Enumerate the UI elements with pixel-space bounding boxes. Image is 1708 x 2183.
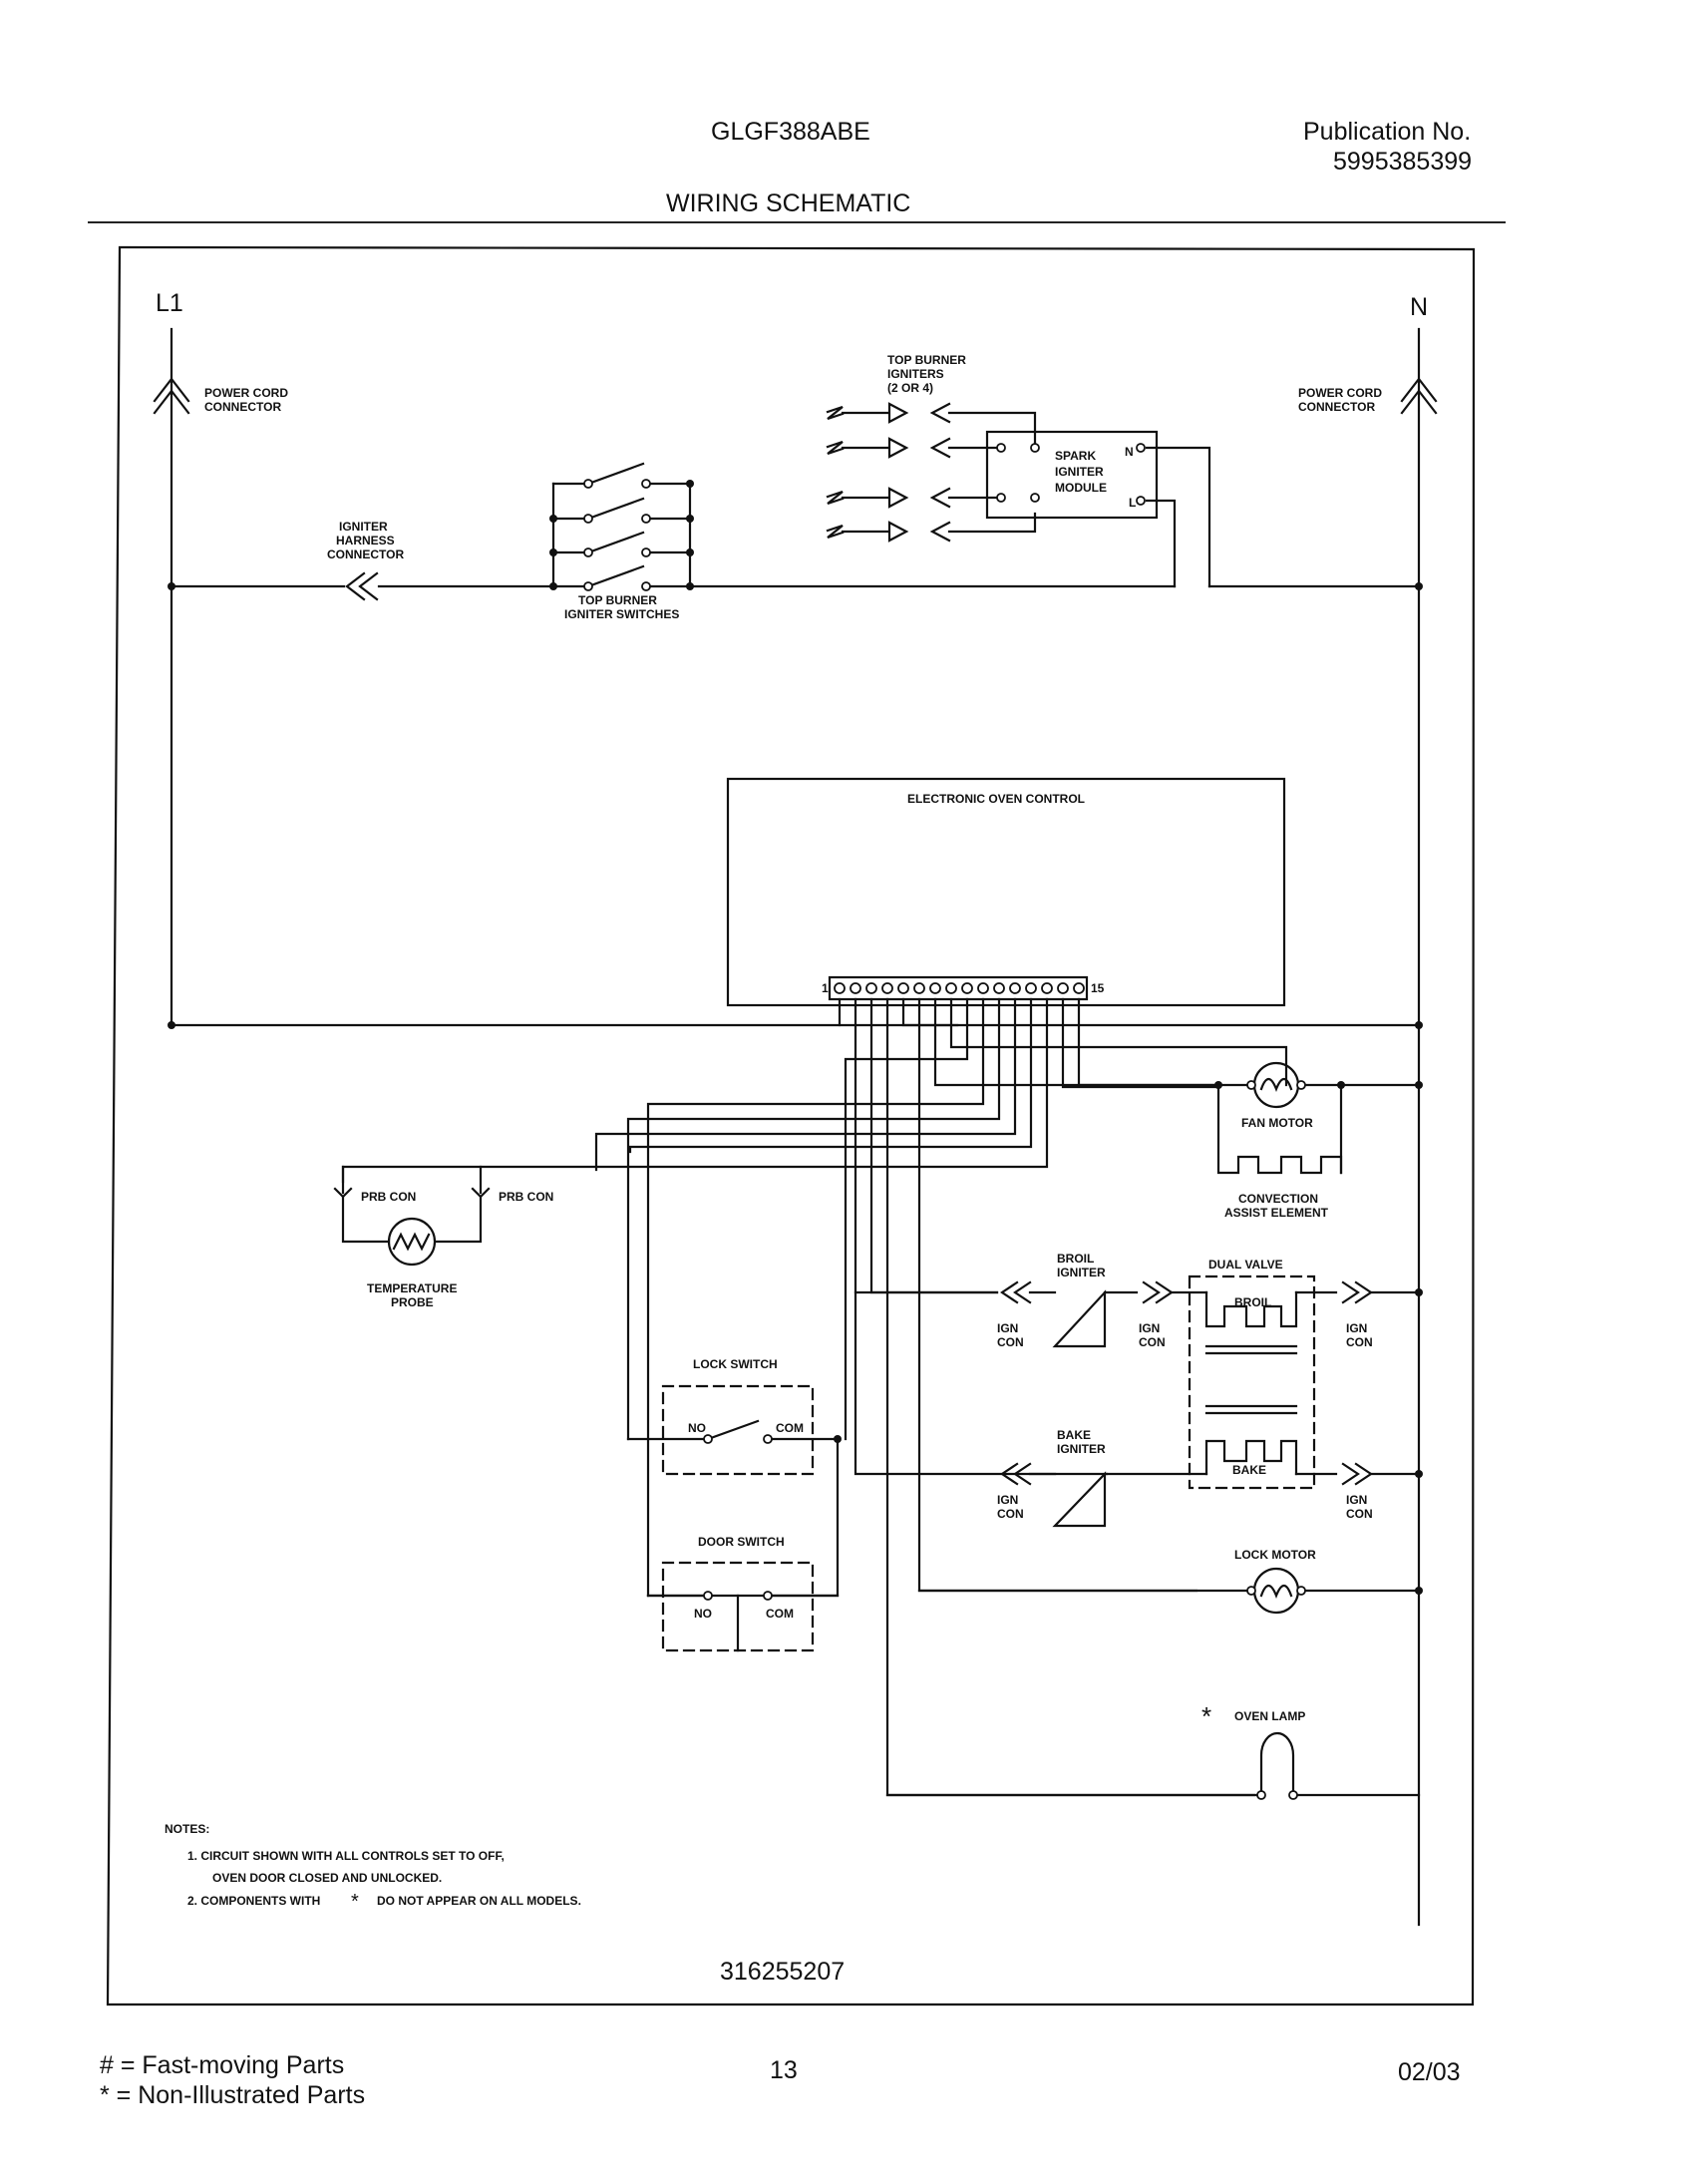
broil-igniter-connector-left [1000,1280,1032,1304]
top-burner-switches-label: TOP BURNER [578,593,657,607]
lock-switch-com-label: COM [776,1421,804,1435]
power-cord-connector-left [153,377,190,415]
convection-element-label: CONVECTION [1238,1192,1318,1206]
broil-igniter-connector-right [1142,1280,1174,1304]
svg-text:CON: CON [1139,1335,1166,1349]
top-burner-igniters [826,402,1037,543]
lock-motor-label: LOCK MOTOR [1234,1548,1316,1562]
door-switch-no-label: NO [694,1607,712,1621]
svg-text:CON: CON [1346,1335,1373,1349]
spark-igniter-module [985,430,1159,520]
oven-lamp-label: OVEN LAMP [1234,1709,1305,1723]
bake-label: BAKE [1232,1463,1266,1477]
top-burner-igniters-label: TOP BURNER [887,353,966,367]
pin-first-label: 1 [822,981,829,995]
svg-text:HARNESS: HARNESS [336,534,395,547]
lock-switch-label: LOCK SWITCH [693,1357,778,1371]
fan-motor [1252,1061,1300,1109]
oven-lamp-star: * [1201,1701,1211,1731]
temperature-probe-label: TEMPERATURE [367,1281,457,1295]
note-2-star: * [351,1891,359,1913]
control-pins [583,443,1306,1800]
electronic-oven-control-label: ELECTRONIC OVEN CONTROL [907,792,1085,806]
ign-con-label-2: IGN [1139,1321,1160,1335]
lock-switch-no-label: NO [688,1421,706,1435]
svg-text:IGNITERS: IGNITERS [887,367,944,381]
igniter-harness-connector [345,571,379,601]
drawing-number: 316255207 [720,1958,845,1986]
header-rule [88,221,1506,223]
legend-non-illustrated: * = Non-Illustrated Parts [100,2081,366,2109]
svg-text:PROBE: PROBE [391,1295,434,1309]
note-1: 1. CIRCUIT SHOWN WITH ALL CONTROLS SET T… [187,1849,505,1863]
temperature-probe [387,1217,437,1267]
note-2-prefix: 2. COMPONENTS WITH [187,1894,320,1908]
publication-number: 5995385399 [1333,148,1473,176]
lock-switch [661,1384,815,1476]
note-1-cont: OVEN DOOR CLOSED AND UNLOCKED. [212,1871,442,1885]
fan-motor-label: FAN MOTOR [1241,1116,1313,1130]
ign-con-label-1: IGN [997,1321,1018,1335]
legend-fast-moving: # = Fast-moving Parts [100,2051,345,2079]
svg-text:CON: CON [997,1507,1024,1521]
dual-valve [1188,1274,1316,1490]
svg-text:IGNITER: IGNITER [1057,1442,1106,1456]
svg-text:(2 OR 4): (2 OR 4) [887,381,933,395]
bake-igniter-label: BAKE [1057,1428,1091,1442]
broil-label: BROIL [1234,1295,1271,1309]
spark-n-label: N [1125,445,1134,459]
spark-module-label: SPARK [1055,449,1096,463]
top-burner-igniter-switches [551,462,692,588]
power-cord-left-label: POWER CORD [204,386,288,400]
igniter-harness-label: IGNITER [339,520,388,534]
note-2-suffix: DO NOT APPEAR ON ALL MODELS. [377,1894,581,1908]
lock-motor [1252,1567,1300,1615]
svg-text:IGNITER: IGNITER [1055,465,1104,479]
door-switch-label: DOOR SWITCH [698,1535,785,1549]
svg-text:CON: CON [1346,1507,1373,1521]
notes-title: NOTES: [165,1822,209,1836]
n-label: N [1410,293,1428,321]
svg-text:CONNECTOR: CONNECTOR [327,547,404,561]
svg-text:CON: CON [997,1335,1024,1349]
dual-valve-label: DUAL VALVE [1208,1258,1283,1272]
ign-con-label-3: IGN [1346,1321,1367,1335]
ign-con-label-4: IGN [997,1493,1018,1507]
prb-con-left-label: PRB CON [361,1190,416,1204]
model-number: GLGF388ABE [711,118,870,146]
svg-text:MODULE: MODULE [1055,481,1107,495]
publication-label: Publication No. [1303,118,1472,146]
svg-text:ASSIST ELEMENT: ASSIST ELEMENT [1224,1206,1329,1220]
door-switch-com-label: COM [766,1607,794,1621]
power-cord-right-label: POWER CORD [1298,386,1382,400]
svg-text:CONNECTOR: CONNECTOR [1298,400,1375,414]
schematic-frame [106,245,1476,2006]
publication-date: 02/03 [1398,2058,1461,2086]
svg-text:IGNITER: IGNITER [1057,1266,1106,1279]
page-number: 13 [770,2056,798,2084]
power-cord-connector-right [1400,377,1438,415]
broil-igniter [1052,1289,1107,1348]
electronic-oven-control [726,777,1286,1007]
l1-label: L1 [156,289,183,317]
pin-last-label: 15 [1091,981,1105,995]
bake-igniter [1052,1471,1107,1528]
broil-igniter-label: BROIL [1057,1252,1094,1266]
svg-text:CONNECTOR: CONNECTOR [204,400,281,414]
spark-l-label: L [1129,496,1136,510]
ign-con-label-5: IGN [1346,1493,1367,1507]
oven-lamp [1259,1731,1295,1797]
page-title: WIRING SCHEMATIC [666,189,911,217]
prb-con-right-label: PRB CON [499,1190,553,1204]
svg-text:IGNITER SWITCHES: IGNITER SWITCHES [564,607,679,621]
control-connector-strip [828,975,1089,1001]
